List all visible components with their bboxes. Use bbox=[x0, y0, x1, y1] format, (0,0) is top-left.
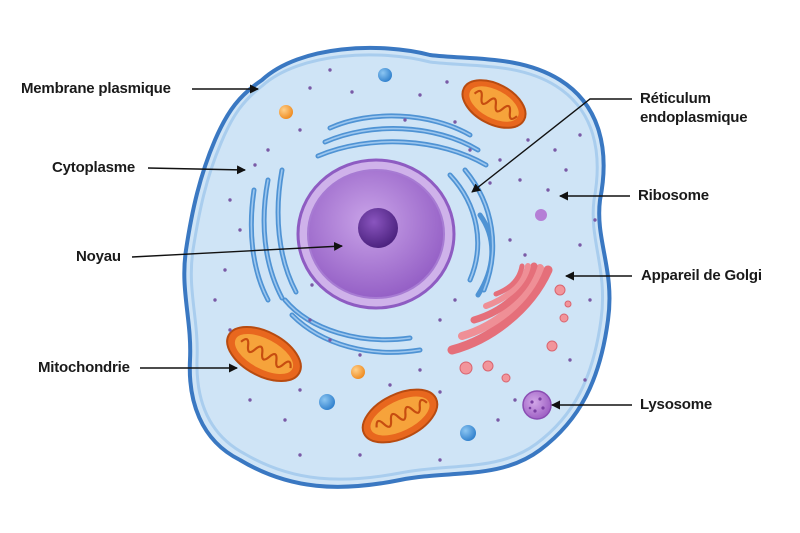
arrow-cytoplasm bbox=[147, 165, 246, 175]
label-nucleus: Noyau bbox=[76, 248, 121, 265]
label-mitochondria: Mitochondrie bbox=[38, 359, 130, 376]
er-highlight bbox=[250, 115, 494, 354]
label-ribosome: Ribosome bbox=[638, 187, 709, 204]
vesicle-blue-2 bbox=[319, 394, 335, 410]
label-golgi: Appareil de Golgi bbox=[641, 267, 762, 284]
vesicle-blue-1 bbox=[378, 68, 392, 82]
label-er: Réticulum endoplasmique bbox=[640, 90, 748, 126]
vesicle-purple bbox=[535, 209, 547, 221]
ribosomes bbox=[213, 68, 597, 462]
nucleolus bbox=[358, 208, 398, 248]
nucleus bbox=[296, 158, 456, 310]
leader-lines bbox=[131, 84, 632, 410]
vesicle-blue-3 bbox=[460, 425, 476, 441]
golgi-apparatus bbox=[447, 262, 553, 355]
label-membrane: Membrane plasmique bbox=[21, 80, 171, 97]
mitochondrion-top bbox=[461, 79, 527, 129]
golgi-vesicles bbox=[459, 284, 572, 383]
mitochondrion-left bbox=[226, 325, 302, 383]
cell-membrane-inner-edge bbox=[189, 53, 605, 481]
lysosome bbox=[522, 390, 552, 420]
arrow-er bbox=[471, 98, 632, 193]
mitochondrion-bottom bbox=[361, 388, 439, 444]
arrow-nucleus bbox=[131, 241, 343, 258]
vesicle-orange-2 bbox=[351, 365, 365, 379]
label-lysosome: Lysosome bbox=[640, 396, 713, 413]
vesicle-orange-1 bbox=[279, 105, 293, 119]
label-cytoplasm: Cytoplasme bbox=[52, 159, 136, 176]
